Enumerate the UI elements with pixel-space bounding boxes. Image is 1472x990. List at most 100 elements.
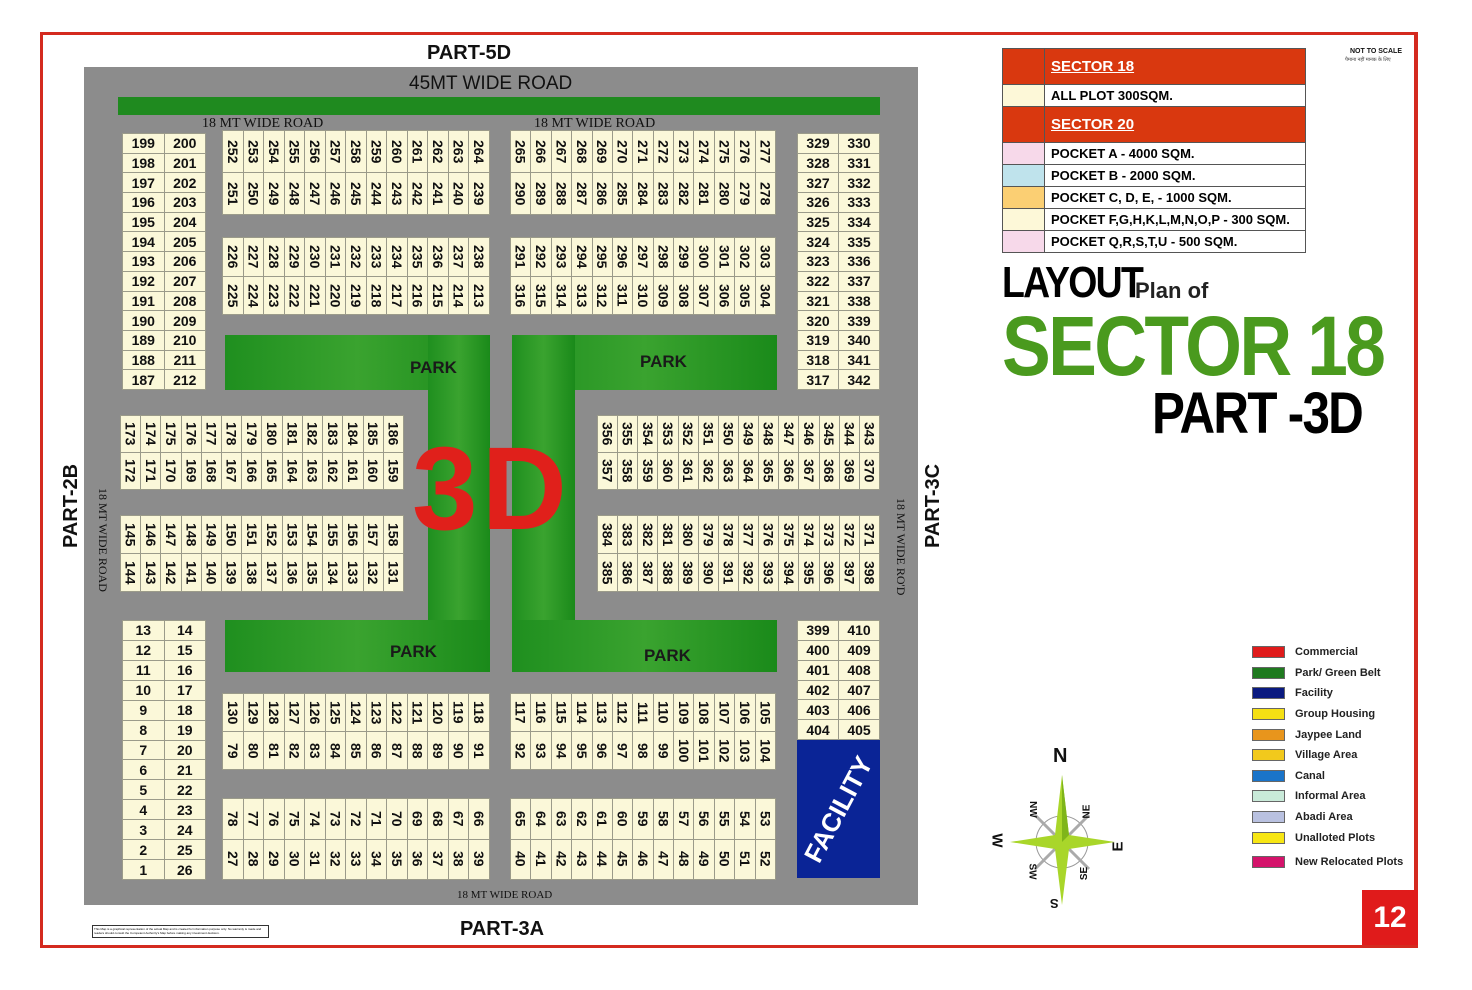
- plot-232[interactable]: 232: [346, 238, 366, 276]
- plot-235[interactable]: 235: [407, 238, 428, 276]
- plot-329[interactable]: 329: [798, 134, 838, 153]
- plot-144[interactable]: 144: [121, 554, 141, 591]
- plot-88[interactable]: 88: [407, 732, 428, 769]
- plot-259[interactable]: 259: [366, 131, 387, 172]
- plot-331[interactable]: 331: [839, 153, 879, 173]
- plot-122[interactable]: 122: [387, 694, 407, 731]
- plot-107[interactable]: 107: [714, 694, 735, 731]
- plot-35[interactable]: 35: [387, 839, 407, 879]
- plot-178[interactable]: 178: [222, 416, 242, 452]
- plot-409[interactable]: 409: [839, 640, 879, 660]
- plot-47[interactable]: 47: [653, 839, 674, 879]
- plot-182[interactable]: 182: [302, 416, 323, 452]
- plot-136[interactable]: 136: [282, 554, 302, 591]
- plot-273[interactable]: 273: [674, 131, 694, 172]
- plot-74[interactable]: 74: [305, 799, 325, 839]
- plot-93[interactable]: 93: [531, 732, 551, 769]
- plot-114[interactable]: 114: [572, 694, 592, 731]
- plot-390[interactable]: 390: [698, 554, 718, 591]
- plot-313[interactable]: 313: [572, 276, 592, 314]
- plot-54[interactable]: 54: [735, 799, 755, 839]
- plot-349[interactable]: 349: [738, 416, 759, 452]
- plot-69[interactable]: 69: [407, 799, 428, 839]
- plot-120[interactable]: 120: [428, 694, 448, 731]
- plot-392[interactable]: 392: [738, 554, 759, 591]
- plot-393[interactable]: 393: [759, 554, 779, 591]
- plot-248[interactable]: 248: [284, 173, 305, 214]
- plot-271[interactable]: 271: [633, 131, 653, 172]
- plot-213[interactable]: 213: [469, 276, 489, 314]
- plot-201[interactable]: 201: [164, 153, 205, 173]
- plot-143[interactable]: 143: [141, 554, 161, 591]
- plot-95[interactable]: 95: [572, 732, 592, 769]
- plot-65[interactable]: 65: [511, 799, 531, 839]
- plot-266[interactable]: 266: [531, 131, 551, 172]
- plot-13[interactable]: 13: [123, 621, 164, 640]
- plot-358[interactable]: 358: [618, 453, 638, 489]
- plot-398[interactable]: 398: [859, 554, 879, 591]
- plot-31[interactable]: 31: [305, 839, 325, 879]
- plot-1[interactable]: 1: [123, 860, 164, 879]
- plot-83[interactable]: 83: [305, 732, 325, 769]
- plot-308[interactable]: 308: [674, 276, 694, 314]
- plot-162[interactable]: 162: [323, 453, 343, 489]
- plot-39[interactable]: 39: [469, 839, 489, 879]
- plot-58[interactable]: 58: [653, 799, 674, 839]
- plot-330[interactable]: 330: [839, 134, 879, 153]
- plot-195[interactable]: 195: [123, 212, 164, 232]
- plot-286[interactable]: 286: [592, 173, 612, 214]
- plot-295[interactable]: 295: [592, 238, 612, 276]
- plot-186[interactable]: 186: [383, 416, 403, 452]
- plot-230[interactable]: 230: [305, 238, 325, 276]
- plot-148[interactable]: 148: [181, 516, 201, 553]
- plot-22[interactable]: 22: [164, 780, 205, 800]
- plot-244[interactable]: 244: [366, 173, 387, 214]
- plot-67[interactable]: 67: [448, 799, 469, 839]
- plot-156[interactable]: 156: [343, 516, 363, 553]
- plot-312[interactable]: 312: [592, 276, 612, 314]
- plot-96[interactable]: 96: [592, 732, 612, 769]
- plot-307[interactable]: 307: [694, 276, 714, 314]
- plot-82[interactable]: 82: [284, 732, 305, 769]
- plot-303[interactable]: 303: [755, 238, 775, 276]
- plot-198[interactable]: 198: [123, 153, 164, 173]
- plot-227[interactable]: 227: [243, 238, 264, 276]
- plot-87[interactable]: 87: [387, 732, 407, 769]
- plot-237[interactable]: 237: [448, 238, 469, 276]
- plot-364[interactable]: 364: [738, 453, 759, 489]
- plot-223[interactable]: 223: [264, 276, 284, 314]
- plot-247[interactable]: 247: [305, 173, 325, 214]
- plot-298[interactable]: 298: [653, 238, 674, 276]
- plot-282[interactable]: 282: [674, 173, 694, 214]
- plot-355[interactable]: 355: [618, 416, 638, 452]
- plot-401[interactable]: 401: [798, 660, 838, 680]
- plot-108[interactable]: 108: [694, 694, 714, 731]
- plot-233[interactable]: 233: [366, 238, 387, 276]
- plot-388[interactable]: 388: [658, 554, 678, 591]
- plot-318[interactable]: 318: [798, 350, 838, 370]
- plot-219[interactable]: 219: [346, 276, 366, 314]
- plot-367[interactable]: 367: [799, 453, 819, 489]
- plot-49[interactable]: 49: [694, 839, 714, 879]
- plot-71[interactable]: 71: [366, 799, 387, 839]
- plot-200[interactable]: 200: [164, 134, 205, 153]
- plot-141[interactable]: 141: [181, 554, 201, 591]
- plot-179[interactable]: 179: [242, 416, 262, 452]
- plot-90[interactable]: 90: [448, 732, 469, 769]
- plot-79[interactable]: 79: [223, 732, 243, 769]
- plot-281[interactable]: 281: [694, 173, 714, 214]
- plot-98[interactable]: 98: [633, 732, 653, 769]
- plot-352[interactable]: 352: [678, 416, 698, 452]
- plot-327[interactable]: 327: [798, 173, 838, 193]
- plot-174[interactable]: 174: [141, 416, 161, 452]
- plot-372[interactable]: 372: [839, 516, 859, 553]
- plot-125[interactable]: 125: [325, 694, 346, 731]
- plot-323[interactable]: 323: [798, 252, 838, 271]
- plot-225[interactable]: 225: [223, 276, 243, 314]
- plot-89[interactable]: 89: [428, 732, 448, 769]
- plot-321[interactable]: 321: [798, 291, 838, 311]
- plot-124[interactable]: 124: [346, 694, 366, 731]
- plot-260[interactable]: 260: [387, 131, 407, 172]
- plot-204[interactable]: 204: [164, 212, 205, 232]
- plot-254[interactable]: 254: [264, 131, 284, 172]
